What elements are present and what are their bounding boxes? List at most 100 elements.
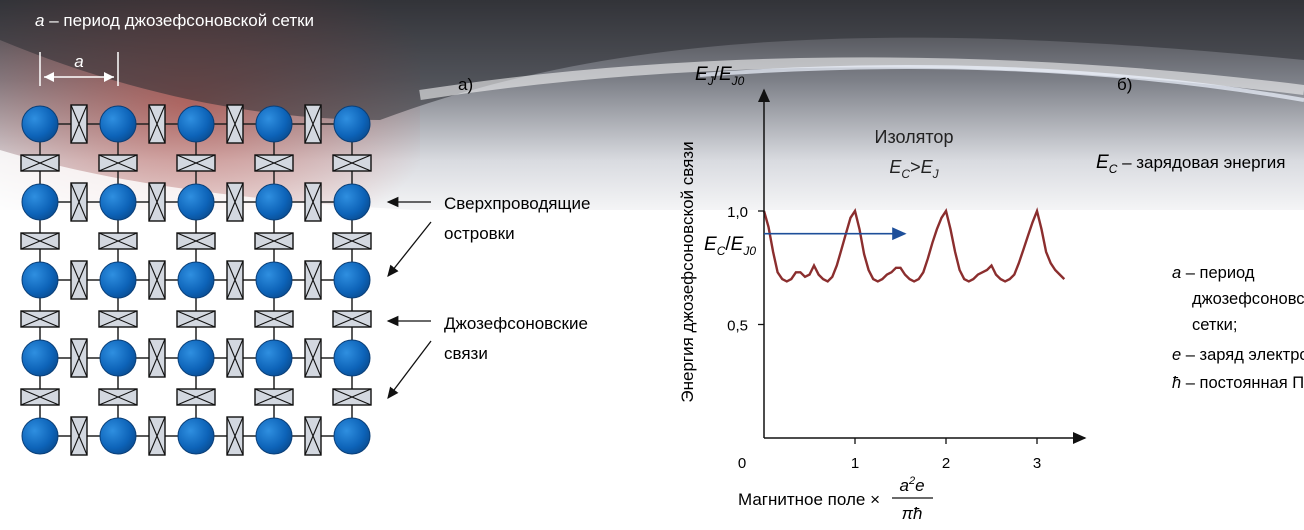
x-axis-title: Магнитное поле × [738,490,880,509]
josephson-junction [304,338,322,378]
superconducting-island [21,183,59,221]
josephson-junction [304,104,322,144]
ec-ratio-label: EC/EJ0 [704,234,756,258]
superconducting-island [21,339,59,377]
y-axis-variable: EJ/EJ0 [695,64,745,88]
josephson-junction [148,416,166,456]
superconducting-island [255,105,293,143]
panel-b-label: б) [1117,75,1132,94]
josephson-junction [20,388,60,406]
josephson-junction [254,388,294,406]
josephson-junction [70,104,88,144]
superconducting-island [177,183,215,221]
legend-a-line3: сетки; [1192,316,1237,334]
phase-boundary-curve [762,207,1066,283]
josephson-junction [226,260,244,300]
legend-electron-charge: e – заряд электрона; [1172,346,1304,364]
y-tick-label: 1,0 [727,204,748,221]
superconducting-island [333,339,371,377]
superconducting-island [99,261,137,299]
josephson-junction [70,260,88,300]
josephson-junction [254,310,294,328]
panel-b-phase-diagram: б) 1,0 0,5 0 1 2 3 EJ/EJ0 Энергия джозефсонов… [678,64,1132,523]
y-tick-label: 0,5 [727,318,748,335]
josephson-junction [226,104,244,144]
panel-a-lattice: a – период джозефсоновской сетки a а) Св… [20,11,590,456]
superconducting-island [177,105,215,143]
josephson-junction [70,416,88,456]
josephson-junction [226,338,244,378]
josephson-junction [98,310,138,328]
josephson-junction [254,232,294,250]
superconducting-island [255,261,293,299]
josephson-junction [332,310,372,328]
superconducting-island [21,105,59,143]
josephson-junction [70,182,88,222]
josephson-junction [332,388,372,406]
x-tick-label: 0 [738,455,746,472]
superconducting-island [255,183,293,221]
josephson-junction [148,104,166,144]
legend-a-line2: джозефсоновской [1192,290,1304,308]
superconductor-label: Сверхпроводник [848,355,986,375]
callout-islands-line2: островки [444,224,515,243]
josephson-junction [20,310,60,328]
josephson-junction [148,338,166,378]
superconducting-island [99,105,137,143]
x-tick-label: 2 [942,455,950,472]
x-factor-denominator: πħ [902,504,923,523]
x-factor-numerator: a2e [899,475,924,495]
josephson-junction [148,182,166,222]
josephson-junction [176,154,216,172]
josephson-junction [148,260,166,300]
josephson-junction [20,232,60,250]
josephson-junction [176,388,216,406]
period-label: a [74,52,83,71]
superconducting-island [99,339,137,377]
josephson-junction [332,232,372,250]
josephson-junction [20,154,60,172]
insulator-condition: EC>EJ [889,157,939,181]
josephson-junction [304,416,322,456]
superconducting-island [99,417,137,455]
caption-period: a – период джозефсоновской сетки [35,11,314,30]
superconductor-condition: EC<EJ [889,384,939,408]
josephson-junction [332,154,372,172]
josephson-junction [226,182,244,222]
superconducting-island [333,183,371,221]
callout-islands-line1: Сверхпроводящие [444,194,590,213]
superconducting-island [99,183,137,221]
superconducting-island [255,339,293,377]
x-tick-label: 1 [851,455,859,472]
legend-charge-energy: EC – зарядовая энергия [1096,152,1285,176]
josephson-junction [176,310,216,328]
superconducting-island [333,261,371,299]
callout-links-line2: связи [444,344,488,363]
josephson-junction [98,154,138,172]
josephson-junction [226,416,244,456]
josephson-junction [176,232,216,250]
superconducting-island [177,417,215,455]
panel-a-label: а) [458,75,473,94]
josephson-junction [98,232,138,250]
superconducting-island [21,417,59,455]
insulator-label: Изолятор [875,127,954,147]
superconducting-island [177,261,215,299]
josephson-junction [98,388,138,406]
legend-definitions: EC – зарядовая энергия a – период джозеф… [1096,152,1304,392]
superconducting-island [177,339,215,377]
legend-a-line1: a – период [1172,264,1255,282]
superconducting-island [21,261,59,299]
callout-links-arrow-2 [387,340,432,400]
callout-islands-arrow-2 [387,221,432,278]
x-tick-label: 3 [1033,455,1041,472]
josephson-junction [254,154,294,172]
superconducting-island [333,105,371,143]
josephson-junction [70,338,88,378]
y-axis-title: Энергия джозефсоновской связи [678,141,697,402]
josephson-junction [304,260,322,300]
legend-planck: ħ – постоянная Планка [1172,374,1304,392]
josephson-lattice [20,104,372,456]
callout-links-line1: Джозефсоновские [444,314,588,333]
